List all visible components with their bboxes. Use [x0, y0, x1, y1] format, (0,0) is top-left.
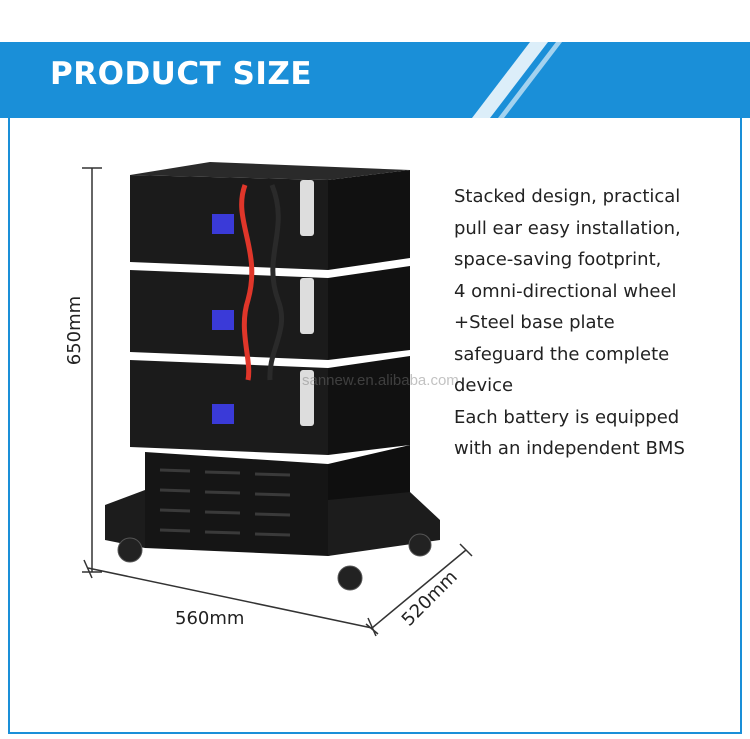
- battery-module-bottom: [130, 356, 410, 455]
- description-line: 4 omni-directional wheel: [454, 280, 677, 302]
- watermark: sannew.en.alibaba.com: [302, 372, 459, 389]
- description-line: with an independent BMS: [454, 438, 685, 459]
- wheels: [117, 533, 432, 591]
- battery-module-middle: [130, 266, 410, 360]
- depth-dimension-line: [365, 543, 473, 635]
- width-dimension-label: 560mm: [175, 608, 245, 629]
- battery-module-top: [130, 162, 410, 270]
- width-dimension-line: [83, 559, 377, 637]
- connection-cables: [239, 184, 285, 381]
- description-line: space-saving footprint,: [454, 249, 662, 270]
- description-line: +Steel base plate: [454, 312, 615, 333]
- header-banner: PRODUCT SIZE: [0, 42, 750, 118]
- product-description: Stacked design, practical pull ear easy …: [454, 181, 744, 465]
- banner-stripes-decoration: [472, 42, 562, 118]
- height-dimension-line: [82, 167, 102, 573]
- description-line: pull ear easy installation,: [454, 217, 681, 239]
- description-line: device: [454, 375, 514, 396]
- description-line: Stacked design, practical: [454, 186, 681, 207]
- cart-base: [105, 445, 440, 556]
- description-line: Each battery is equipped: [454, 406, 680, 428]
- page-title: PRODUCT SIZE: [50, 56, 313, 92]
- height-dimension-label: 650mm: [64, 295, 86, 366]
- description-line: safeguard the complete: [454, 343, 670, 365]
- content-frame: [8, 116, 742, 734]
